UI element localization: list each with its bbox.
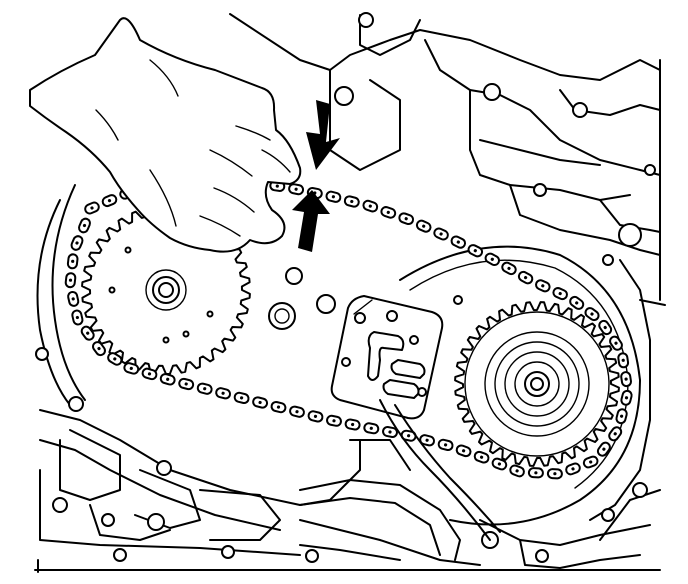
chain-link xyxy=(598,319,613,336)
chain-link xyxy=(437,438,454,452)
chain-link xyxy=(473,450,490,464)
chain-link xyxy=(419,434,436,447)
chain-link xyxy=(450,235,467,249)
chain-link xyxy=(123,362,140,375)
right-sprocket xyxy=(454,301,620,467)
chain-link xyxy=(517,270,534,285)
chain-link xyxy=(596,441,611,457)
chain-link xyxy=(196,382,213,395)
chain-link xyxy=(343,195,360,208)
chain-link xyxy=(141,367,158,381)
hand xyxy=(29,17,302,253)
chain-link xyxy=(288,183,305,196)
chain-link xyxy=(620,371,632,388)
chain-link xyxy=(382,426,398,438)
chain-link xyxy=(233,391,250,405)
chain-link xyxy=(84,201,100,215)
chain-link xyxy=(215,387,232,400)
chain-link xyxy=(270,400,287,414)
chain-link xyxy=(398,212,415,226)
chain-link xyxy=(608,426,623,442)
chain-link xyxy=(582,455,599,469)
chain-link xyxy=(569,295,585,310)
chain-link xyxy=(80,325,95,341)
chain-link xyxy=(415,219,432,233)
chain-link xyxy=(546,468,563,480)
chain-link xyxy=(527,467,544,479)
chain-link xyxy=(584,307,600,322)
chain-link xyxy=(71,309,84,326)
chain-link xyxy=(159,373,176,386)
chain-link xyxy=(107,352,123,366)
chain-link xyxy=(509,464,525,478)
chain-link xyxy=(363,422,380,435)
chain-link xyxy=(66,253,79,270)
chain-tensioner xyxy=(330,295,501,541)
chain-link xyxy=(101,194,118,208)
chain-link xyxy=(67,290,80,307)
chain-link xyxy=(70,235,84,251)
chain-link xyxy=(484,252,500,267)
chain-link xyxy=(307,410,324,423)
chain-link xyxy=(252,396,269,409)
chain-link xyxy=(380,206,397,219)
chain-link xyxy=(552,287,568,301)
chain-link xyxy=(178,377,195,391)
chain-link xyxy=(467,244,484,258)
chain-link xyxy=(620,389,633,406)
chain-link xyxy=(400,429,417,442)
chain-link xyxy=(78,217,91,234)
chain-link xyxy=(535,279,551,293)
chain-link xyxy=(565,462,581,476)
chain-link xyxy=(615,408,628,425)
chain-link xyxy=(289,405,305,418)
chain-link xyxy=(64,272,77,289)
chain-link xyxy=(501,261,517,276)
chain-link xyxy=(344,418,361,431)
chain-link xyxy=(92,341,106,357)
chain-link xyxy=(609,335,623,351)
chain-link xyxy=(362,199,379,213)
down-arrow-icon xyxy=(306,100,340,170)
chain-link xyxy=(433,227,449,241)
up-arrow-icon xyxy=(292,190,330,252)
chain-link xyxy=(325,190,342,203)
chain-link xyxy=(455,444,472,458)
chain-link xyxy=(326,414,342,427)
chain-link xyxy=(617,352,630,369)
chain-link xyxy=(491,457,508,471)
